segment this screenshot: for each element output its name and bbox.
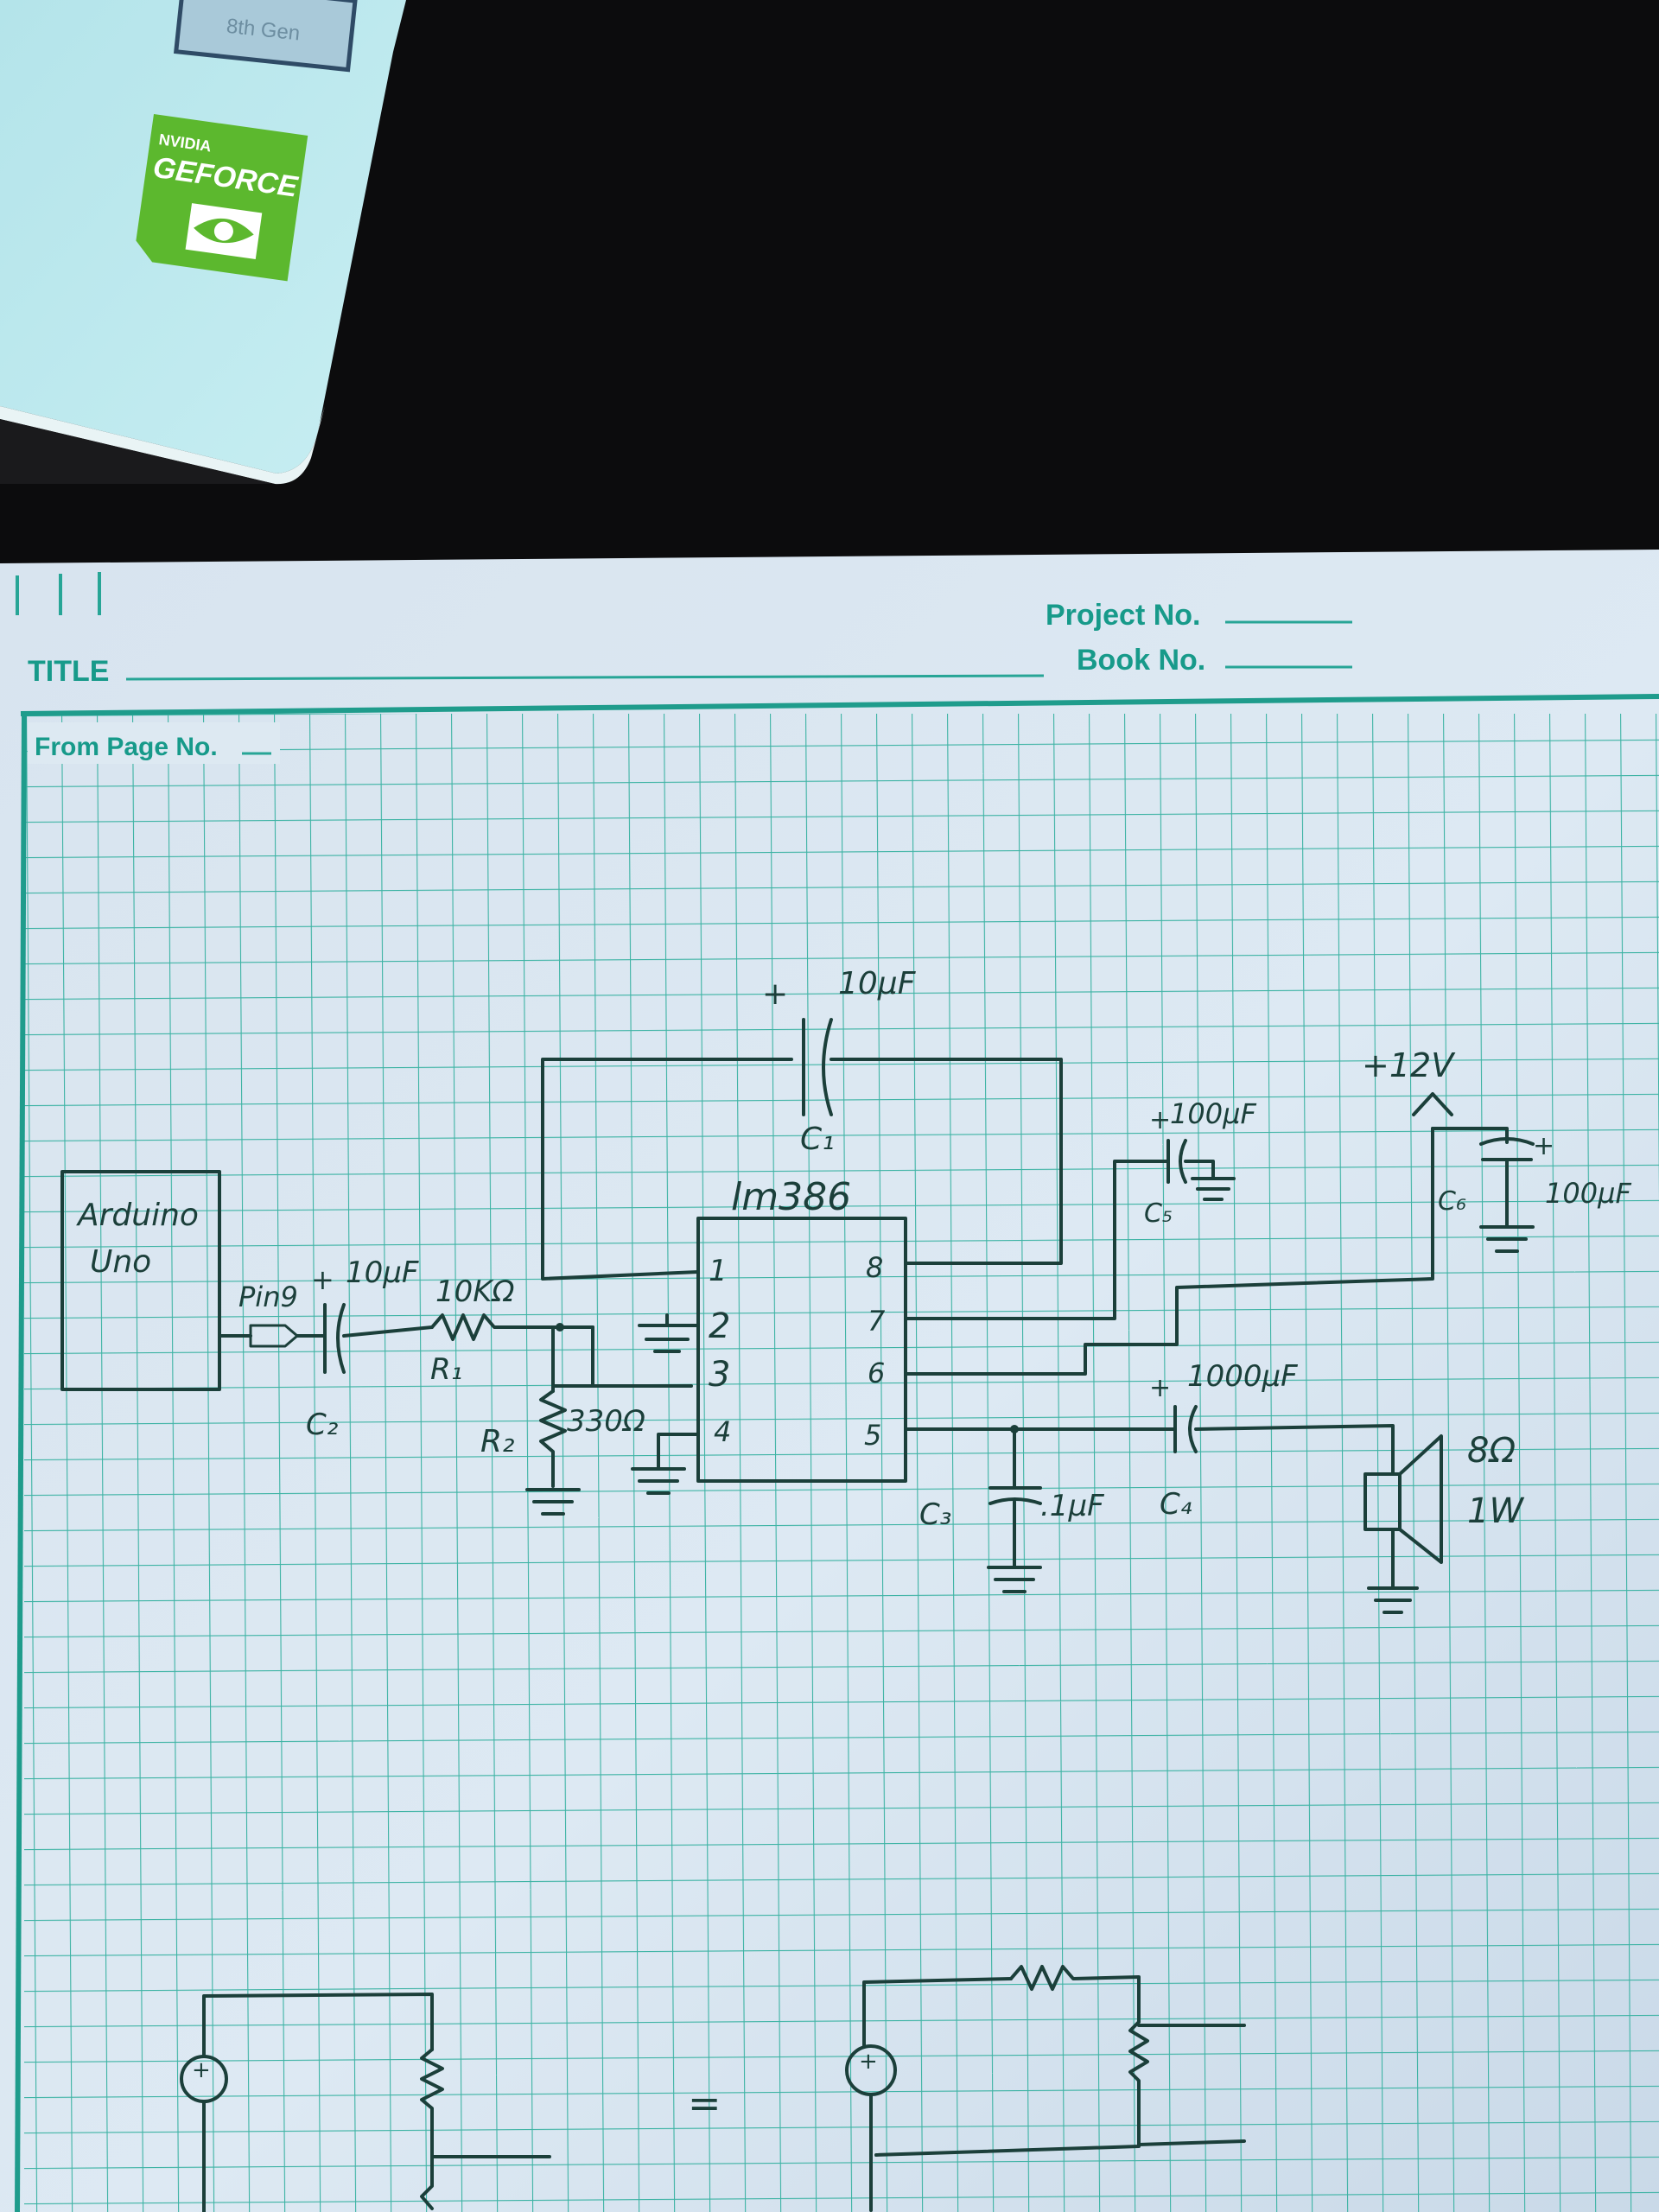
- supply-label: +12V: [1362, 1046, 1456, 1084]
- pin-6: 6: [868, 1357, 885, 1389]
- hand-drawn-schematic: Arduino Uno Pin9 + 10µF C₂ 10KΩ R₁ R₂ 33…: [60, 966, 1631, 1614]
- c2-capacitor-icon: [323, 1303, 346, 1374]
- r1-name: R₁: [430, 1352, 462, 1387]
- r1-value: 10KΩ: [435, 1274, 515, 1309]
- c2-value: 10µF: [346, 1255, 419, 1290]
- left-resistor-icon: [420, 2048, 551, 2158]
- c5-value: 100µF: [1170, 1097, 1256, 1130]
- c5-name: C₅: [1144, 1198, 1173, 1229]
- c1-value: 10µF: [838, 966, 917, 1001]
- c5-ground-icon: [1191, 1177, 1236, 1201]
- c3-value: .1µF: [1040, 1489, 1104, 1523]
- c6-ground-icon: [1479, 1225, 1535, 1253]
- r2-value: 330Ω: [567, 1404, 645, 1439]
- pin-2: 2: [709, 1306, 730, 1346]
- r2-ground-icon: [525, 1488, 581, 1516]
- c4-capacitor-icon: [1173, 1405, 1198, 1453]
- c3-capacitor-icon: [988, 1486, 1042, 1505]
- speaker-watts: 1W: [1467, 1491, 1524, 1531]
- c4-value: 1000µF: [1187, 1359, 1298, 1394]
- pin9-label: Pin9: [238, 1281, 298, 1313]
- c3-ground-icon: [987, 1566, 1042, 1593]
- supply-arrow-icon: [1412, 1092, 1453, 1116]
- r1-resistor-icon: [430, 1313, 572, 1341]
- right-shunt-resistor-icon: [874, 2020, 1149, 2157]
- left-source-plus: +: [192, 2057, 211, 2083]
- c6-plus: +: [1533, 1131, 1554, 1161]
- from-page-label: From Page No.: [35, 733, 218, 761]
- pin-connector: [249, 1324, 299, 1348]
- pin-3: 3: [709, 1355, 730, 1395]
- ic-label: lm386: [731, 1175, 851, 1219]
- r2-name: R₂: [480, 1424, 514, 1459]
- c2-name: C₂: [306, 1408, 339, 1442]
- intel-badge: 8th Gen: [173, 0, 358, 73]
- pin-5: 5: [864, 1419, 881, 1452]
- c3-name: C₃: [919, 1497, 951, 1532]
- speaker-ohms: 8Ω: [1467, 1431, 1516, 1471]
- arduino-label-1: Arduino: [76, 1198, 199, 1233]
- c1-name: C₁: [800, 1122, 835, 1157]
- book-number-label: Book No.: [1077, 644, 1205, 677]
- c5-capacitor-icon: [1166, 1139, 1187, 1184]
- right-source-icon: +: [845, 2044, 897, 2096]
- project-number-label: Project No.: [1046, 599, 1200, 632]
- pin4-ground-icon: [631, 1467, 686, 1495]
- notebook-page: Project No. Book No. TITLE From Page No.: [0, 550, 1659, 2212]
- c4-plus: +: [1149, 1373, 1171, 1403]
- lm386-ic-box: [696, 1217, 907, 1483]
- equivalent-circuit-sketch: + = +: [180, 1965, 1246, 2212]
- c6-name: C₆: [1438, 1186, 1466, 1217]
- right-series-resistor-icon: [1009, 1965, 1141, 2024]
- pin-7: 7: [868, 1305, 886, 1338]
- r2-resistor-icon: [539, 1389, 567, 1488]
- c5-plus: +: [1149, 1105, 1171, 1135]
- pin-4: 4: [714, 1415, 731, 1448]
- c1-capacitor-icon: [802, 1018, 833, 1116]
- laptop-corner: 8th Gen NVIDIA GEFORCE: [0, 0, 406, 485]
- arduino-label-2: Uno: [90, 1244, 151, 1280]
- speaker-ground-icon: [1367, 1586, 1419, 1614]
- equals-sign: =: [688, 2080, 721, 2126]
- c2-plus: +: [311, 1263, 334, 1296]
- speaker-icon: [1363, 1434, 1443, 1564]
- c4-name: C₄: [1160, 1487, 1192, 1522]
- pin2-ground-icon: [638, 1313, 696, 1353]
- right-source-plus: +: [859, 2049, 878, 2075]
- c6-value: 100µF: [1545, 1177, 1631, 1210]
- pin-1: 1: [709, 1254, 728, 1288]
- c1-plus: +: [762, 976, 788, 1012]
- title-label: TITLE: [28, 655, 109, 688]
- pin-8: 8: [866, 1251, 883, 1284]
- nvidia-eye-icon: [185, 203, 263, 260]
- geforce-badge: NVIDIA GEFORCE: [136, 114, 308, 282]
- arduino-box: [60, 1170, 221, 1391]
